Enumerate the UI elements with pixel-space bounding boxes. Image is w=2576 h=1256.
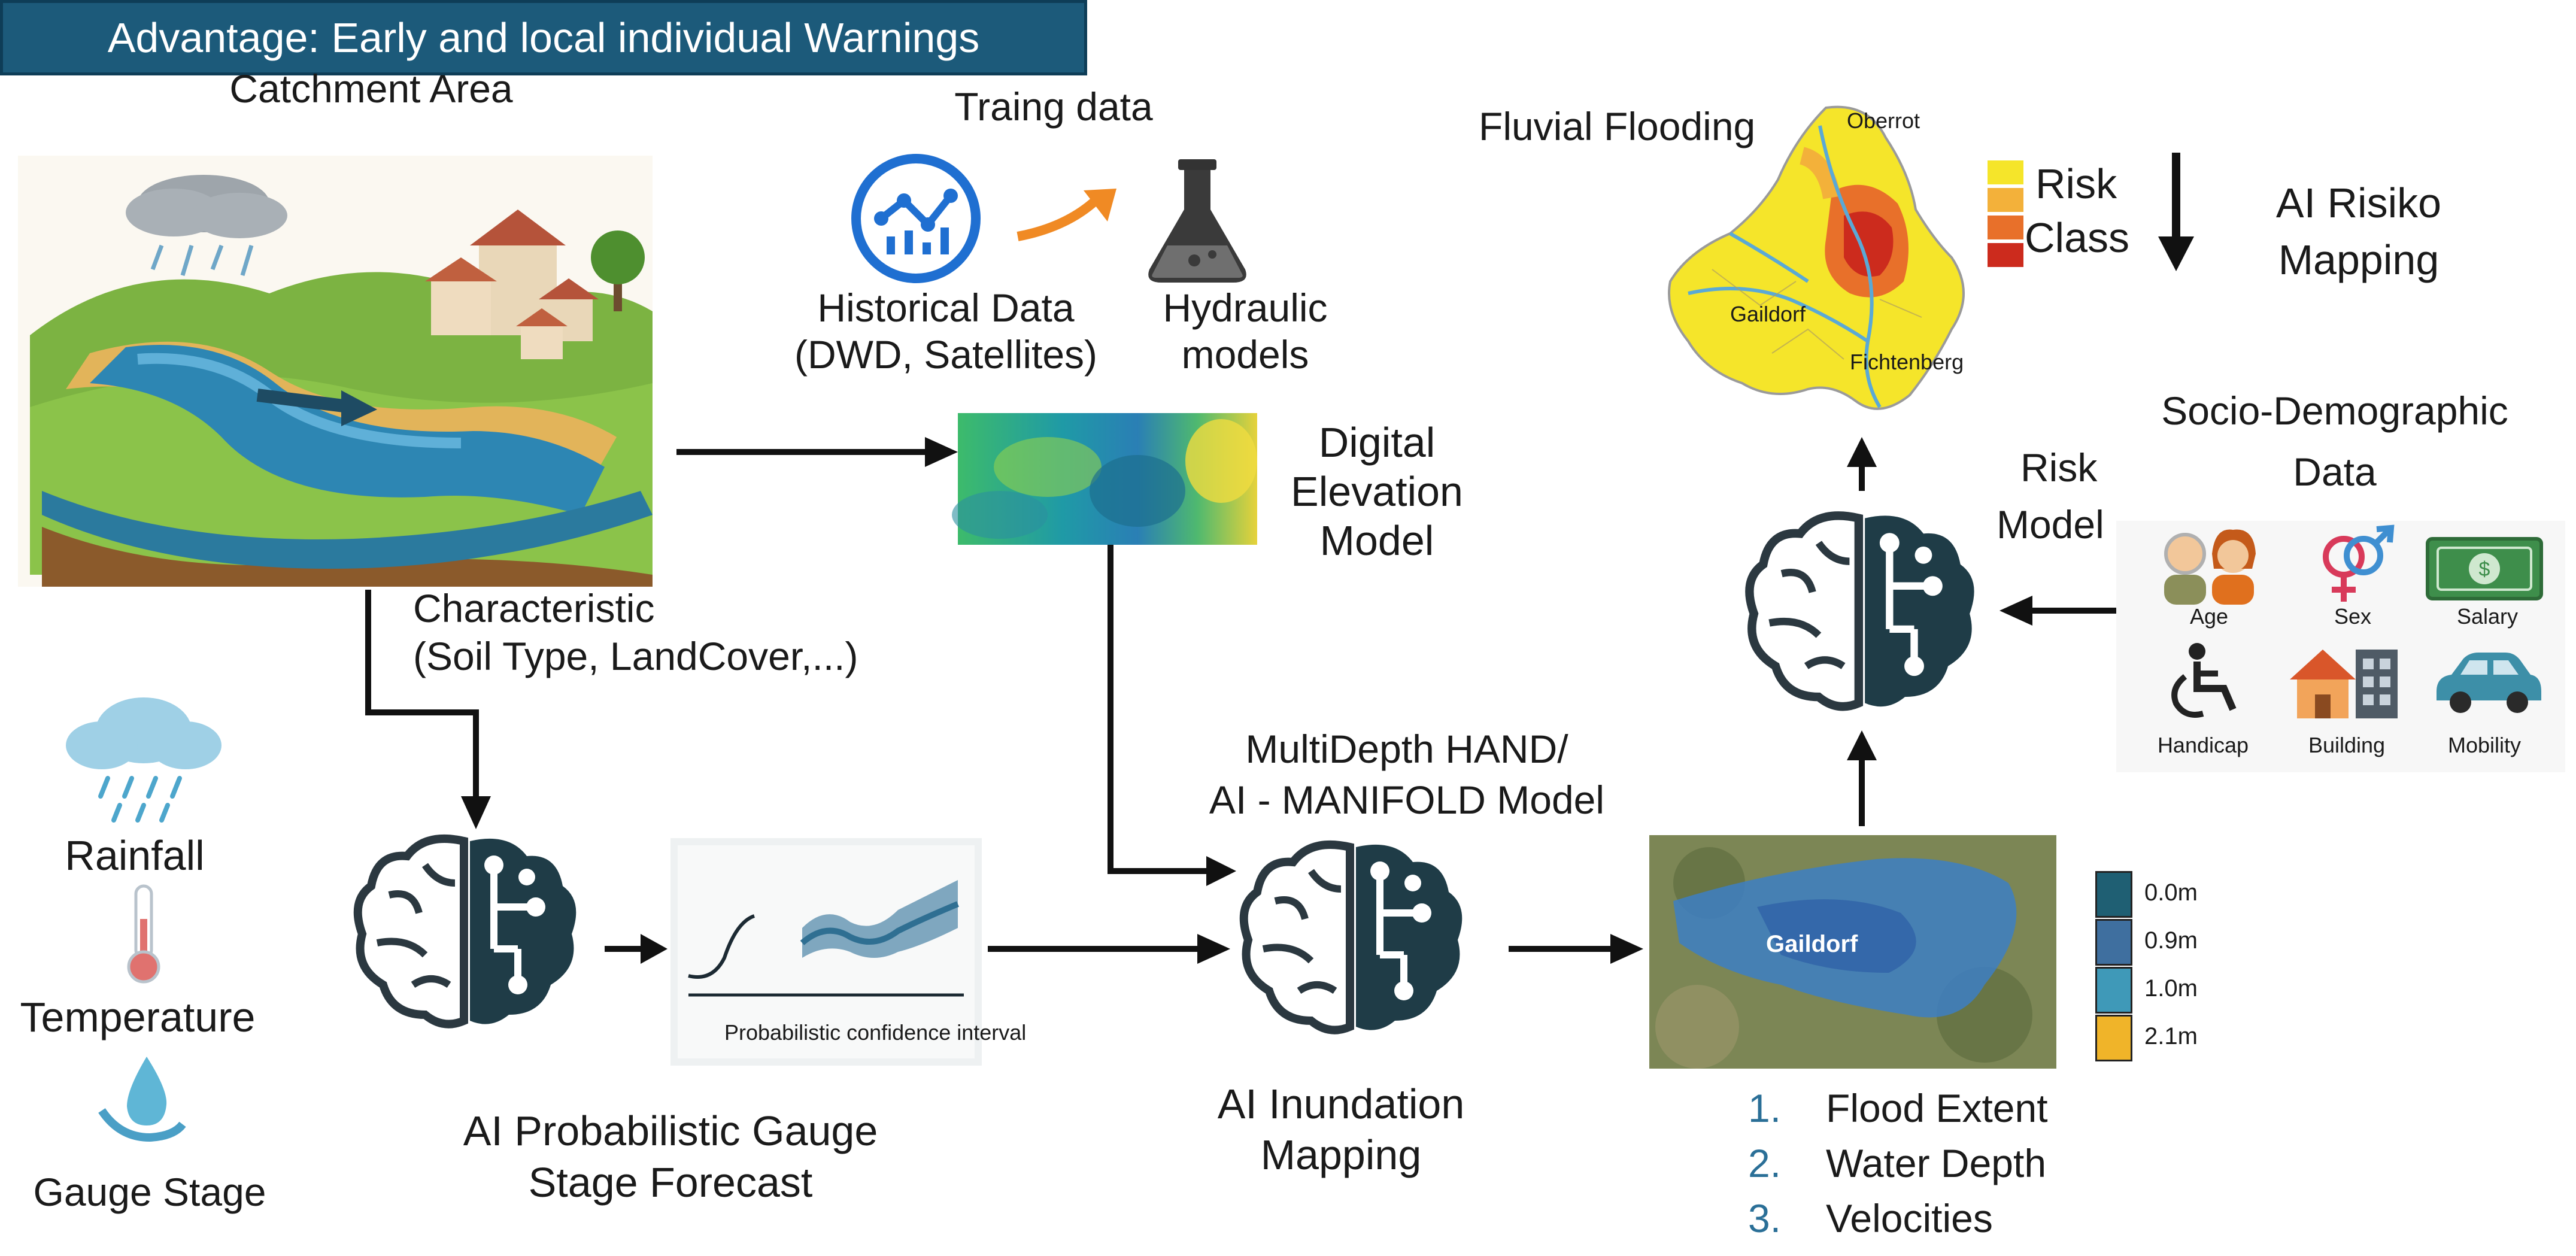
gauge-stage-label: Gauge Stage	[33, 1170, 266, 1214]
depth-legend-label-4: 2.1m	[2144, 1023, 2198, 1049]
rainfall-label: Rainfall	[65, 832, 205, 879]
socio-label-handicap: Handicap	[2157, 733, 2249, 757]
training-title: Traing data	[954, 84, 1153, 129]
historical-line2: (DWD, Satellites)	[794, 332, 1098, 377]
risk-map-place-gaildorf: Gaildorf	[1730, 302, 1806, 326]
socio-title-line1: Socio-Demographic	[2161, 389, 2508, 433]
flask-icon	[1148, 159, 1246, 283]
socio-label-age: Age	[2189, 604, 2229, 629]
forecast-line2: Stage Forecast	[528, 1159, 813, 1206]
manifold-line2: AI - MANIFOLD Model	[1209, 778, 1605, 822]
output-num-1: 1.	[1748, 1086, 1782, 1130]
depth-legend-label-3: 1.0m	[2144, 975, 2198, 1002]
output-label-1: Flood Extent	[1826, 1086, 2048, 1130]
output-num-3: 3.	[1748, 1196, 1782, 1240]
ai-risk-line1: AI Risiko	[2275, 180, 2442, 226]
characteristic-line2: (Soil Type, LandCover,...)	[413, 634, 858, 678]
risk-legend-line1: Risk	[2035, 160, 2117, 207]
chart-circle-icon	[851, 154, 981, 283]
money-icon: $	[2426, 537, 2543, 600]
car-icon	[2437, 653, 2541, 713]
inundation-line1: AI Inundation	[1217, 1081, 1465, 1127]
dem-line1: Digital	[1318, 419, 1436, 466]
output-label-2: Water Depth	[1826, 1141, 2047, 1185]
flood-extent-map	[1649, 835, 2056, 1069]
ai-brain-icon-risk	[1745, 511, 1974, 711]
svg-text:$: $	[2479, 558, 2490, 581]
ai-risk-line2: Mapping	[2278, 236, 2440, 283]
gender-symbol-icon	[2323, 524, 2395, 602]
socio-label-building: Building	[2308, 733, 2386, 757]
risk-class-swatch-3	[1988, 216, 2023, 239]
depth-legend-label-2: 0.9m	[2144, 927, 2198, 954]
forecast-line1: AI Probabilistic Gauge	[463, 1108, 878, 1154]
catchment-title: Catchment Area	[229, 66, 513, 111]
forecast-chart-caption: Probabilistic confidence interval	[724, 1020, 1027, 1045]
socio-label-salary: Salary	[2456, 604, 2519, 629]
arrow-up-right-icon	[1017, 189, 1116, 241]
age-icon	[2164, 529, 2256, 605]
risk-class-swatch-1	[1988, 160, 2023, 184]
socio-title-line2: Data	[2293, 450, 2377, 494]
thermometer-icon	[127, 884, 160, 984]
wheelchair-icon	[2171, 643, 2237, 718]
ai-brain-icon-inundation	[1239, 840, 1463, 1034]
water-drop-icon	[98, 1057, 186, 1142]
arrow-down-icon	[2158, 153, 2194, 271]
characteristic-line1: Characteristic	[413, 586, 655, 630]
risk-legend-line2: Class	[2025, 214, 2130, 261]
risk-class-swatch-4	[1988, 243, 2023, 267]
risk-model-line1: Risk	[2020, 445, 2098, 490]
dem-image	[952, 413, 1257, 545]
risk-class-swatch-2	[1988, 188, 2023, 212]
depth-legend-swatch-2	[2095, 919, 2132, 966]
probabilistic-forecast-chart	[670, 838, 982, 1066]
manifold-line1: MultiDepth HAND/	[1245, 727, 1568, 771]
depth-legend-swatch-1	[2095, 871, 2132, 918]
fluvial-flooding-title: Fluvial Flooding	[1479, 104, 1756, 148]
dem-line3: Model	[1319, 517, 1434, 564]
risk-class-map	[1668, 105, 1965, 410]
ai-brain-icon-forecast	[353, 834, 577, 1029]
socio-label-mobility: Mobility	[2447, 733, 2522, 757]
building-icon	[2290, 650, 2398, 718]
depth-legend-swatch-4	[2095, 1015, 2132, 1061]
historical-line1: Historical Data	[817, 286, 1075, 330]
flood-map-place-label: Gaildorf	[1766, 931, 1858, 957]
dem-line2: Elevation	[1291, 468, 1463, 515]
socio-label-sex: Sex	[2334, 604, 2372, 629]
inundation-line2: Mapping	[1260, 1131, 1422, 1178]
depth-legend-swatch-3	[2095, 967, 2132, 1014]
risk-map-place-fichtenberg: Fichtenberg	[1850, 350, 1964, 374]
risk-map-place-oberrot: Oberrot	[1847, 108, 1920, 133]
rain-cloud-icon	[66, 697, 222, 823]
risk-model-line2: Model	[1997, 502, 2104, 547]
output-label-3: Velocities	[1826, 1196, 1993, 1240]
hydraulic-line2: models	[1181, 332, 1309, 377]
output-num-2: 2.	[1748, 1141, 1782, 1185]
hydraulic-line1: Hydraulic	[1163, 286, 1328, 330]
advantage-banner: Advantage: Early and local individual Wa…	[0, 0, 1087, 75]
temperature-label: Temperature	[20, 994, 256, 1040]
depth-legend-label-1: 0.0m	[2144, 879, 2198, 906]
catchment-illustration	[18, 156, 653, 587]
